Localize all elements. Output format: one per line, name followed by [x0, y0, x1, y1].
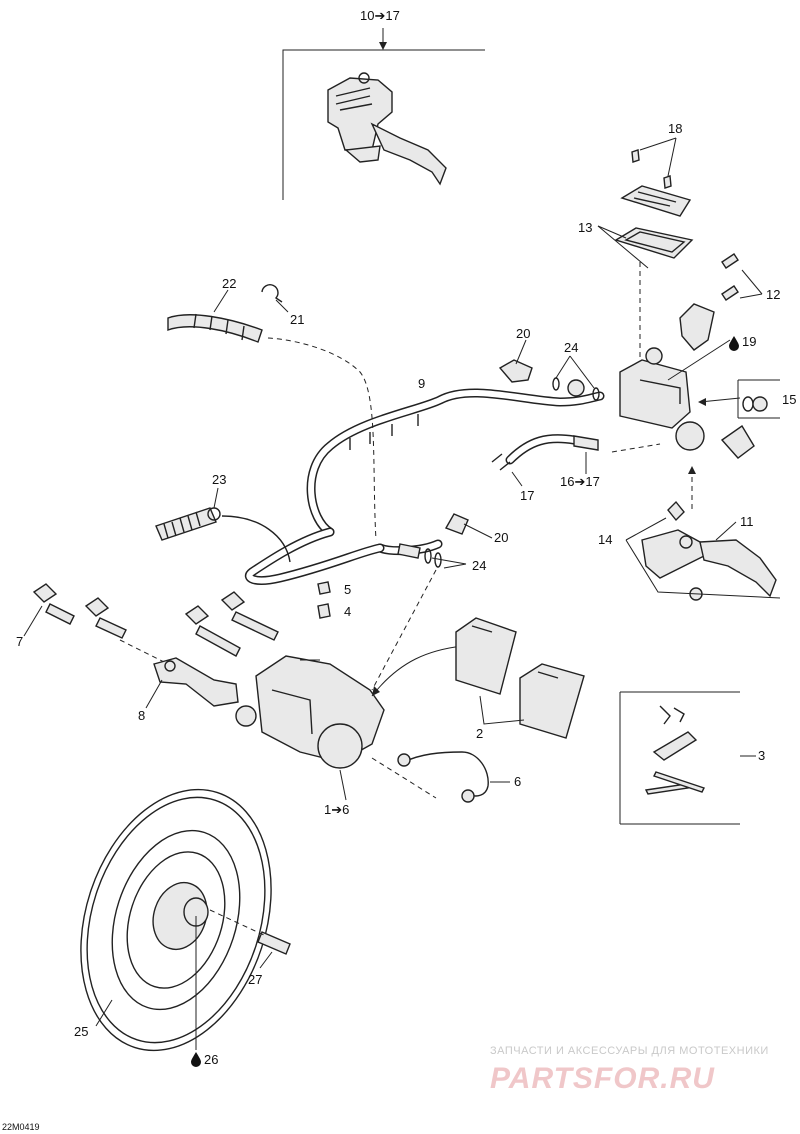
callout-9: 9: [418, 376, 425, 391]
callout-23: 23: [212, 472, 226, 487]
drawing-code: 22M0419: [2, 1122, 40, 1132]
callout-26: 26: [204, 1052, 218, 1067]
callout-6: 6: [514, 774, 521, 789]
callout-26-group: 26: [191, 1052, 218, 1067]
callout-22: 22: [222, 276, 236, 291]
fluid-drop-icon: [729, 336, 739, 351]
brake-disc: [80, 788, 291, 1052]
watermark-tagline: ЗАПЧАСТИ И АКСЕССУАРЫ ДЛЯ МОТОТЕХНИКИ: [490, 1045, 769, 1057]
callout-13: 13: [578, 220, 592, 235]
callout-21: 21: [290, 312, 304, 327]
callout-labels: 10➔17 18 13 12 22 21 20 24 19 9 15 17 16…: [16, 8, 796, 1067]
callout-27: 27: [248, 972, 262, 987]
watermark: ЗАПЧАСТИ И АКСЕССУАРЫ ДЛЯ МОТОТЕХНИКИ PA…: [490, 1045, 769, 1095]
callout-24-top: 24: [564, 340, 578, 355]
callout-4: 4: [344, 604, 351, 619]
callout-19: 19: [742, 334, 756, 349]
callout-20-top: 20: [516, 326, 530, 341]
callout-1-6: 1➔6: [324, 802, 349, 817]
callout-20-bottom: 20: [494, 530, 508, 545]
callout-5: 5: [344, 582, 351, 597]
callout-12: 12: [766, 287, 780, 302]
callout-25: 25: [74, 1024, 88, 1039]
callout-15: 15: [782, 392, 796, 407]
callout-3: 3: [758, 748, 765, 763]
callout-24-bottom: 24: [472, 558, 486, 573]
brake-hose-routing: [155, 284, 605, 691]
callout-7: 7: [16, 634, 23, 649]
callout-14: 14: [598, 532, 612, 547]
caliper-assembly: [23, 581, 756, 825]
callout-17: 17: [520, 488, 534, 503]
callout-18: 18: [668, 121, 682, 136]
callout-19-group: 19: [729, 334, 756, 351]
master-cylinder-exploded: [597, 137, 781, 601]
watermark-brand: PARTSFOR.RU: [490, 1062, 715, 1095]
fluid-drop-icon: [191, 1052, 201, 1067]
callout-11: 11: [740, 514, 754, 529]
callout-2: 2: [476, 726, 483, 741]
callout-16-17: 16➔17: [560, 474, 600, 489]
callout-8: 8: [138, 708, 145, 723]
callout-10-17: 10➔17: [360, 8, 400, 23]
inset-master-cylinder-assembly: [282, 28, 485, 200]
